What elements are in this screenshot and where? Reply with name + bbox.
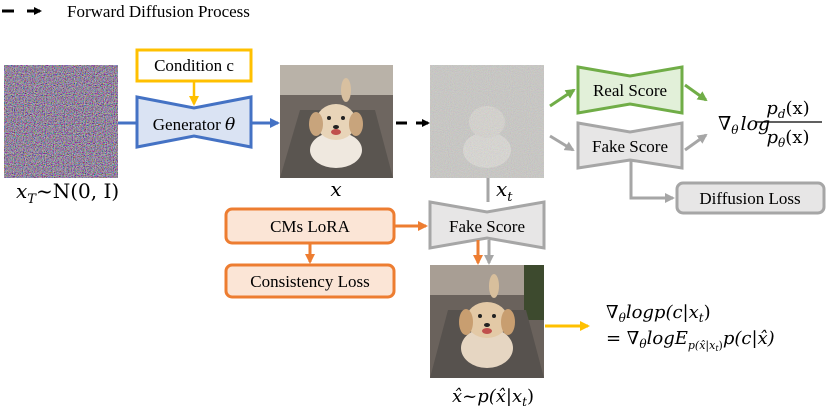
noisy-image [430, 65, 544, 178]
legend-label: Forward Diffusion Process [67, 2, 250, 21]
real-score-label: Real Score [593, 81, 667, 100]
condition-label: Condition c [154, 56, 234, 75]
consistency-loss-box [224, 263, 396, 299]
svg-text:pd(x): pd(x) [766, 98, 809, 121]
fake-score-bottom-label: Fake Score [449, 217, 525, 236]
fake-score-top-label: Fake Score [592, 137, 668, 156]
generated-image [280, 65, 393, 178]
fake-score-bottom-block [428, 200, 546, 250]
consistency-loss-label: Consistency Loss [250, 272, 369, 291]
to-real-score-arrow [549, 88, 576, 108]
generator-label: Generator θ [153, 115, 235, 135]
to-diffusion-loss-arrow [629, 160, 675, 203]
generator-block [135, 95, 253, 149]
svg-text:∇θlog: ∇θlog [718, 113, 770, 137]
sample-image [430, 265, 544, 378]
fake-score-top-block [576, 121, 684, 170]
xt-label: xt [496, 177, 513, 205]
diffusion-loss-box [675, 181, 826, 215]
to-fake-score-arrow [549, 134, 575, 152]
real-score-output-arrow [684, 83, 708, 102]
noise-label: xT~N(0, I) [16, 179, 119, 207]
svg-text:∇θlogp(c|xt): ∇θlogp(c|xt) [606, 302, 711, 325]
sample-label: x̂~p(x̂|xt) [452, 386, 534, 409]
noise-image [4, 65, 118, 178]
svg-text:pθ(x): pθ(x) [767, 127, 810, 150]
guidance-formula: ∇θlogp(c|xt) = ∇θlogEp(x̂|xt)p(c|x̂) [606, 302, 775, 353]
x-label: x [330, 177, 341, 201]
svg-text:= ∇θlogEp(x̂|xt)p(c|x̂): = ∇θlogEp(x̂|xt)p(c|x̂) [606, 328, 775, 353]
fake-score-output-arrow [684, 133, 708, 152]
cms-lora-label: CMs LoRA [270, 217, 351, 236]
legend: Forward Diffusion Process [2, 2, 250, 21]
diffusion-loss-label: Diffusion Loss [699, 189, 800, 208]
real-score-block [576, 65, 684, 115]
